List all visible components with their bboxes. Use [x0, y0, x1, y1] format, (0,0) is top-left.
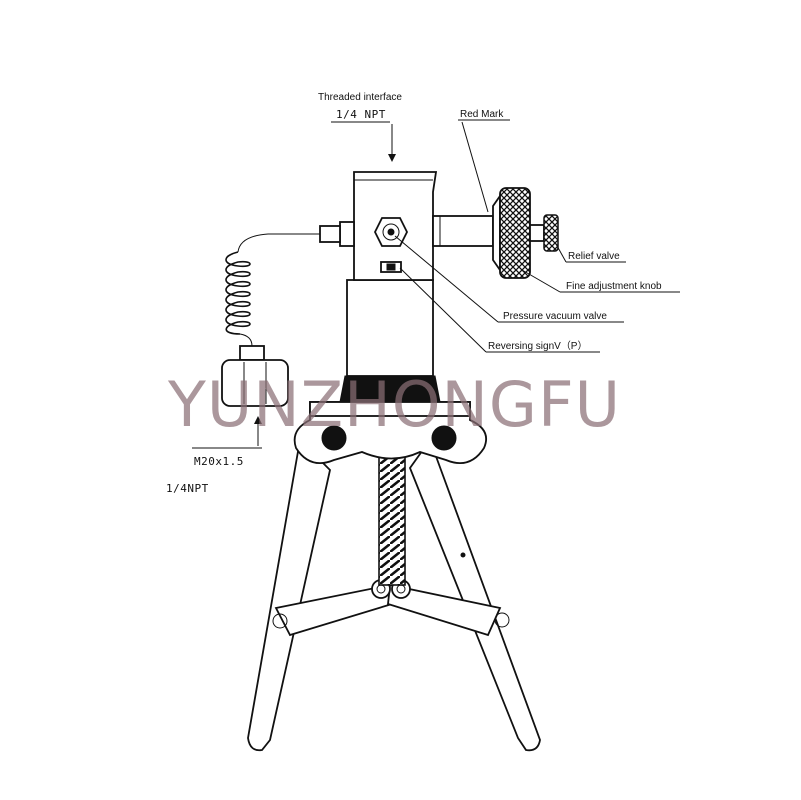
label-fine-adjustment-knob: Fine adjustment knob — [566, 281, 662, 292]
tripod-yoke — [293, 401, 488, 464]
label-threaded-interface-spec: 1/4 NPT — [336, 108, 386, 121]
pump-cylinder — [346, 279, 434, 377]
label-red-mark: Red Mark — [460, 109, 504, 120]
label-gauge-thread: M20x1.5 — [194, 455, 244, 468]
fine-adjustment-assembly — [432, 187, 559, 279]
tripod-legs — [247, 438, 541, 752]
label-relief-valve: Relief valve — [568, 251, 620, 262]
label-pressure-vacuum-valve: Pressure vacuum valve — [503, 311, 607, 322]
label-gauge-npt: 1/4NPT — [166, 482, 209, 495]
label-reversing-sign: Reversing signV（P） — [488, 340, 587, 352]
label-threaded-interface: Threaded interface — [318, 92, 402, 103]
leader-lines — [192, 119, 680, 449]
gauge-hose — [225, 221, 355, 347]
gauge-connector — [221, 345, 289, 407]
fine-adjustment-knob — [499, 187, 531, 279]
relief-valve-knob — [543, 214, 559, 252]
watermark: YUNZHONGFU — [167, 368, 621, 441]
pump-head-block — [353, 171, 438, 281]
threaded-screw — [378, 449, 406, 586]
callout-labels: Threaded interface 1/4 NPT Red Mark Reli… — [166, 92, 662, 495]
